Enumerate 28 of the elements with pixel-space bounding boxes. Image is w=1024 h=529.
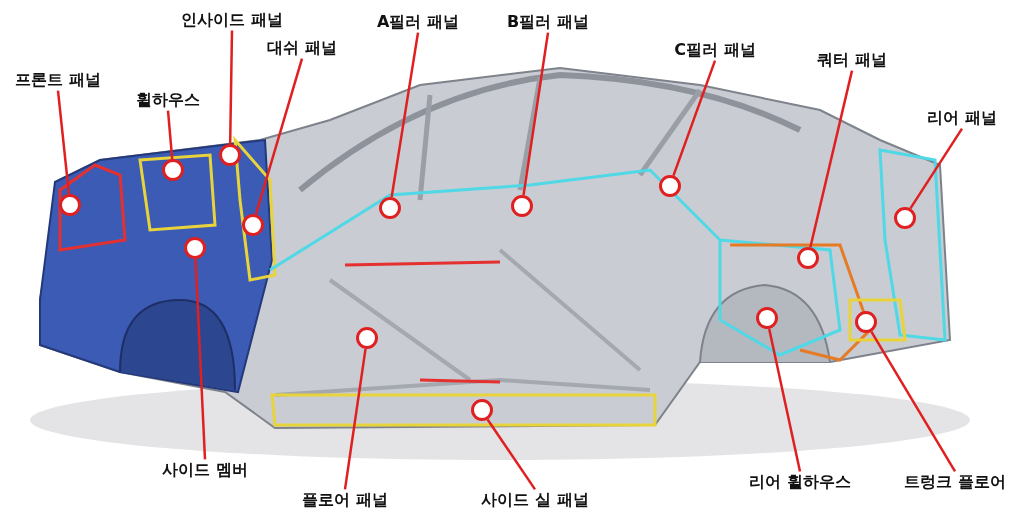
leader-line <box>390 32 420 198</box>
leader-line <box>767 328 802 472</box>
part-label: 리어 휠하우스 <box>747 471 853 493</box>
part-label: 대쉬 패널 <box>265 37 339 59</box>
leader-line <box>522 32 550 196</box>
part-label: 인사이드 패널 <box>179 9 285 31</box>
leader-line <box>166 110 174 160</box>
part-label: 트렁크 플로어 <box>902 471 1008 493</box>
leader-line <box>909 127 964 210</box>
leader-line <box>56 90 71 195</box>
leader-line <box>343 348 367 490</box>
part-label: 플로어 패널 <box>300 489 390 511</box>
leader-line <box>809 70 854 248</box>
leader-line <box>672 60 717 176</box>
part-label: 쿼터 패널 <box>815 49 889 71</box>
part-label: 리어 패널 <box>925 107 999 129</box>
leader-line <box>228 30 234 145</box>
leader-line <box>486 418 537 491</box>
part-label: A필러 패널 <box>375 11 461 33</box>
part-label: 사이드 실 패널 <box>479 489 591 511</box>
leader-line <box>194 258 207 460</box>
part-label: 휠하우스 <box>134 89 202 111</box>
leader-line <box>870 330 957 473</box>
leader-line <box>254 58 304 215</box>
part-label: 사이드 멤버 <box>160 459 250 481</box>
part-label: 프론트 패널 <box>13 69 103 91</box>
part-label: B필러 패널 <box>505 11 591 33</box>
part-label: C필러 패널 <box>672 39 758 61</box>
